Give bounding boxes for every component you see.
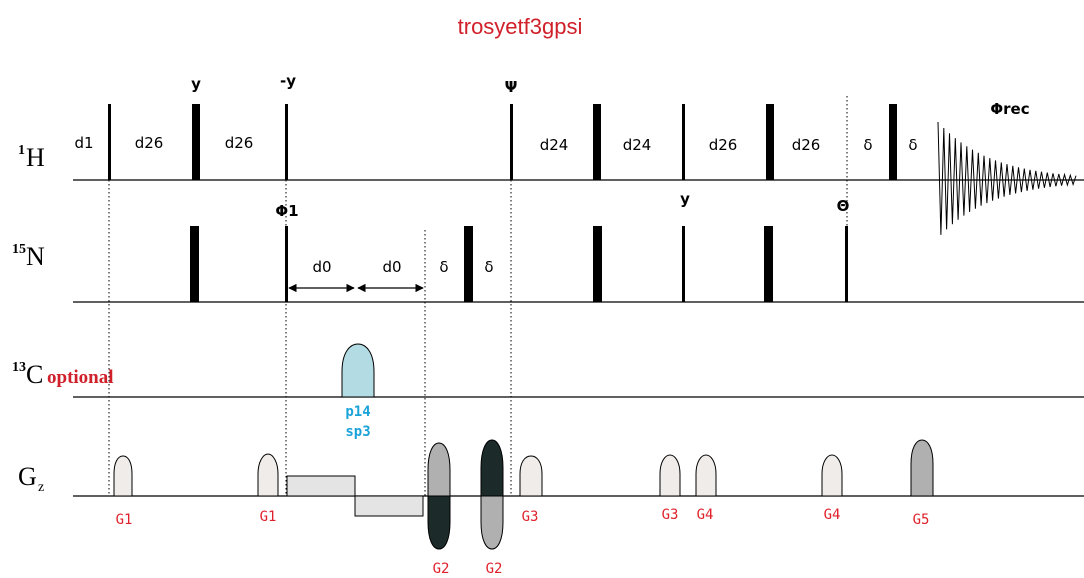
c-mass-number: 13 (12, 360, 26, 375)
n-delay-label: d0 (382, 258, 401, 276)
h-hard-pulse (510, 104, 513, 180)
gradient-block (354, 495, 424, 517)
fid-signal (937, 121, 1077, 235)
gradient-pulse (480, 439, 504, 497)
n-hard-pulse (593, 226, 602, 302)
gradient-label: G4 (697, 507, 714, 523)
h-phase-label: Ψ (505, 78, 518, 96)
gradient-label: G1 (260, 509, 277, 525)
n-hard-pulse (682, 226, 685, 302)
h-delay-label: d1 (74, 134, 93, 152)
n-delay-label: δ (439, 258, 448, 276)
h-delay-label: d26 (225, 134, 254, 152)
c-shaped-pulse (341, 343, 375, 398)
channel-label-gz: G z (18, 462, 44, 495)
gradient-label: G3 (522, 509, 539, 525)
gradient-pulse (659, 454, 681, 497)
h-delay-label: d26 (709, 136, 738, 154)
h-delay-label: δ (863, 136, 872, 154)
h-hard-pulse (192, 104, 200, 180)
gradient-block (286, 475, 356, 497)
channel-label-15n: 15 N (12, 242, 45, 271)
gradient-pulse (113, 455, 133, 497)
gradient-label: G2 (486, 561, 503, 577)
h-hard-pulse (889, 104, 897, 180)
n-delay-label: δ (484, 258, 493, 276)
n-phase-label: Φ1 (275, 202, 298, 220)
h-delay-label: d24 (623, 136, 652, 154)
h-delay-label: d24 (540, 136, 569, 154)
gradient-label: G3 (662, 507, 679, 523)
gradient-label: G4 (824, 507, 841, 523)
h-delay-label: d26 (135, 134, 164, 152)
gradient-label: G5 (913, 512, 930, 528)
h-mass-number: 1 (18, 143, 25, 158)
gz-subscript: z (38, 480, 44, 495)
gradient-pulse (427, 442, 451, 497)
n-phase-label: y (680, 190, 690, 208)
receiver-phase-label: Φrec (990, 100, 1029, 118)
channel-label-1h: 1 H (18, 143, 45, 172)
c-pulse-shape: sp3 (345, 424, 370, 440)
c-optional-note: optional (47, 367, 114, 388)
h-phase-label: y (191, 75, 201, 93)
c-symbol: C (26, 360, 43, 389)
n-delay-label: d0 (312, 258, 331, 276)
h-hard-pulse (682, 104, 685, 180)
n-hard-pulse (464, 226, 473, 302)
gz-symbol: G (18, 462, 37, 491)
h-symbol: H (26, 143, 45, 172)
gradient-label: G2 (433, 561, 450, 577)
n-hard-pulse (190, 226, 199, 302)
channel-label-13c: 13 C optional (12, 360, 114, 389)
gradient-pulse (519, 455, 543, 497)
h-delay-label: δ (908, 136, 917, 154)
n-mass-number: 15 (12, 242, 26, 257)
gradient-label: G1 (116, 512, 133, 528)
n-hard-pulse (285, 226, 288, 302)
h-hard-pulse (285, 104, 288, 180)
gradient-pulse (427, 495, 451, 550)
h-phase-label: -y (280, 72, 296, 90)
gradient-pulse (910, 439, 934, 497)
gradient-pulse (257, 453, 279, 497)
sequence-title: trosyetf3gpsi (458, 14, 583, 39)
n-hard-pulse (845, 226, 848, 302)
gradient-pulse (821, 454, 843, 497)
h-hard-pulse (766, 104, 774, 180)
gradient-pulse (480, 495, 504, 550)
h-delay-label: d26 (792, 136, 821, 154)
gradient-pulse (695, 454, 717, 497)
h-hard-pulse (593, 104, 601, 180)
n-phase-label: Θ (837, 197, 850, 215)
n-hard-pulse (764, 226, 773, 302)
n-symbol: N (26, 242, 45, 271)
c-pulse-name: p14 (345, 404, 370, 420)
h-hard-pulse (108, 104, 111, 180)
